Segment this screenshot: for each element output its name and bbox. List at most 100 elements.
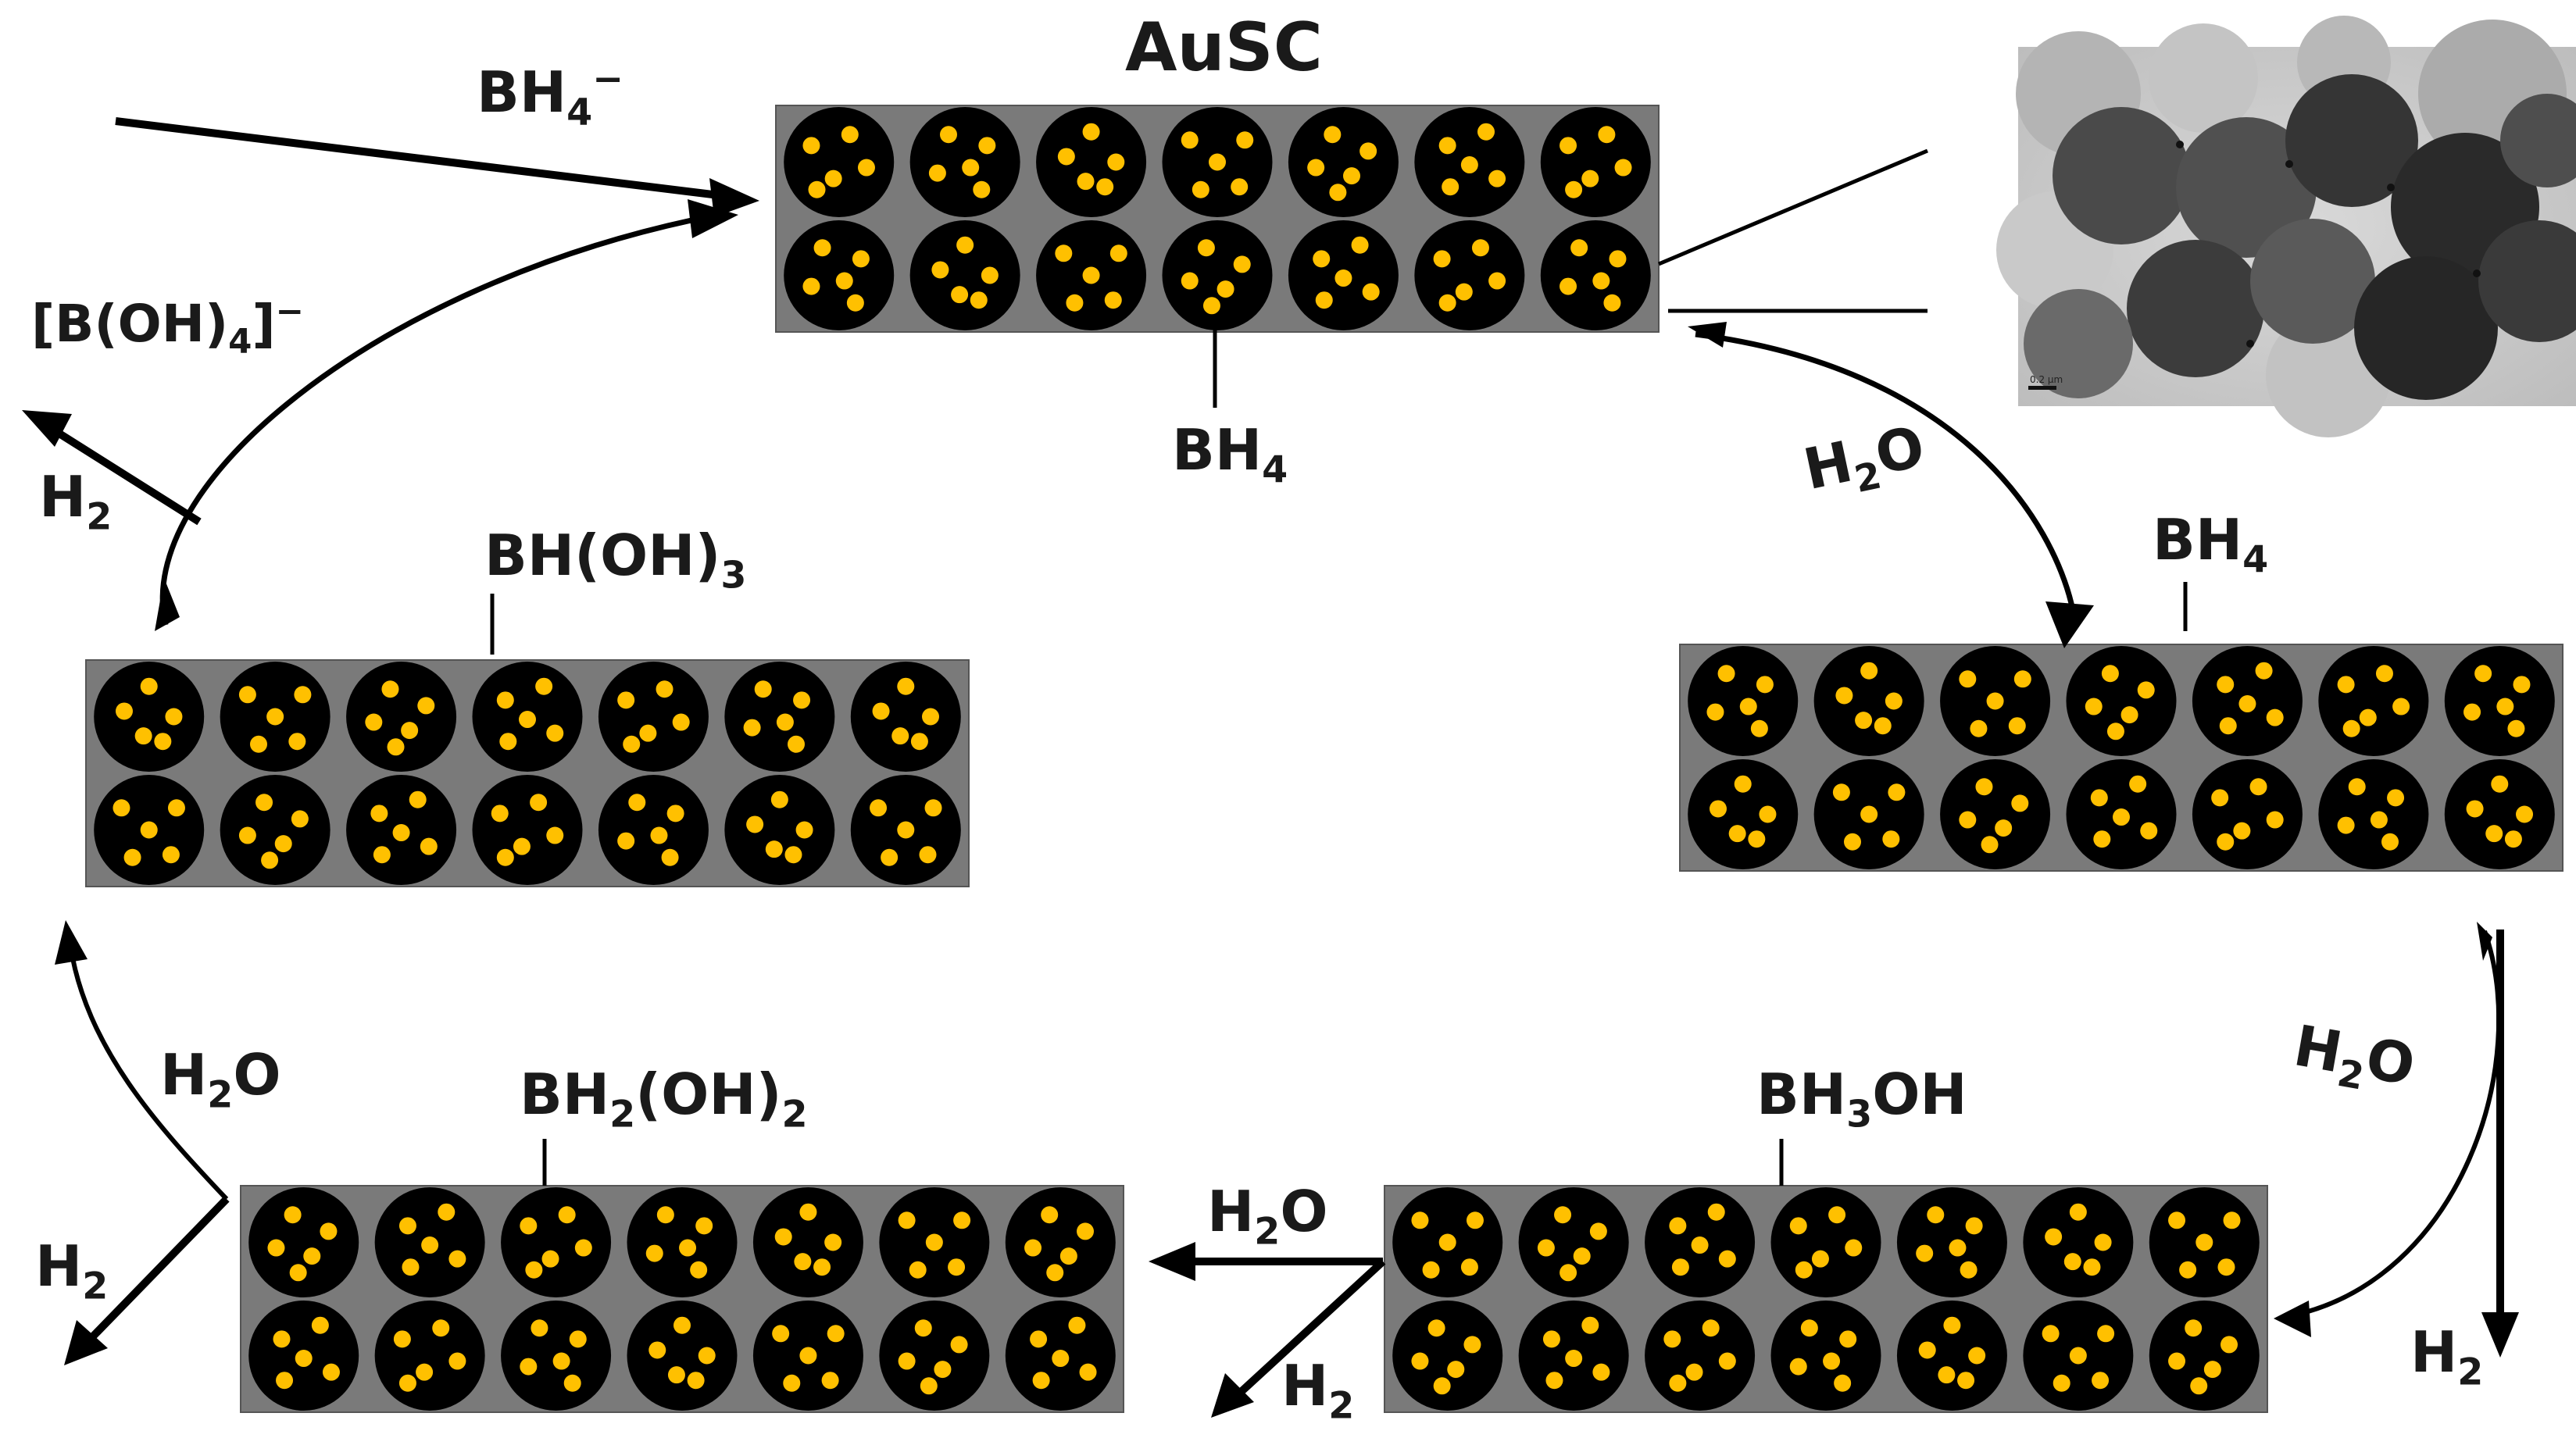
gold-particle xyxy=(2466,800,2484,818)
gold-particle xyxy=(909,1261,927,1279)
gold-particle xyxy=(2094,1233,2112,1251)
gold-particle xyxy=(1324,126,1342,144)
gold-particle xyxy=(1828,1206,1846,1224)
gold-particle xyxy=(1077,173,1095,191)
silica-sphere xyxy=(2192,759,2303,869)
gold-particle xyxy=(914,1319,932,1337)
gold-particle xyxy=(1795,1261,1813,1279)
gold-particle xyxy=(491,805,509,822)
panel-right xyxy=(1679,644,2563,872)
gold-particle xyxy=(291,810,309,828)
gold-particle xyxy=(1438,294,1456,312)
gold-particle xyxy=(134,727,152,745)
gold-particle xyxy=(824,1233,842,1251)
gold-particle xyxy=(1362,283,1380,301)
gold-particle xyxy=(261,851,279,869)
inset-line-upper xyxy=(1658,148,1928,266)
gold-particle xyxy=(1565,180,1583,198)
gold-particle xyxy=(1834,1374,1852,1392)
gold-particle xyxy=(2042,1325,2060,1343)
gold-particle xyxy=(255,794,273,812)
left-to-top-arrowhead xyxy=(688,199,738,238)
gold-particle xyxy=(140,677,158,695)
gold-particle xyxy=(1669,1374,1687,1392)
gold-particle xyxy=(289,1264,307,1282)
gold-particle xyxy=(2233,822,2251,840)
left-up-arc xyxy=(68,944,229,1201)
gold-particle xyxy=(1789,1358,1807,1376)
gold-particle xyxy=(1728,825,1746,843)
gold-particle xyxy=(2507,719,2525,737)
gold-particle xyxy=(639,724,657,742)
gold-particle xyxy=(2266,708,2284,726)
gold-particle xyxy=(1460,1258,1478,1276)
gold-particle xyxy=(1800,1319,1818,1337)
gold-particle xyxy=(2092,1372,2110,1390)
gold-particle xyxy=(793,691,811,709)
gold-particle xyxy=(2223,1211,2241,1229)
gold-particle xyxy=(1986,692,2004,710)
silica-sphere xyxy=(1162,220,1273,330)
gold-particle xyxy=(948,1258,966,1276)
gold-particle xyxy=(267,1239,285,1257)
gold-particle xyxy=(2337,676,2355,694)
gold-particle xyxy=(1614,159,1632,177)
gold-particle xyxy=(1750,719,1768,737)
gold-particle xyxy=(365,713,383,731)
gold-particle xyxy=(421,1236,439,1254)
gold-particle xyxy=(1192,180,1209,198)
gold-particle xyxy=(1843,833,1861,851)
gold-particle xyxy=(788,735,806,753)
gold-particle xyxy=(2491,775,2509,793)
gold-particle xyxy=(140,821,158,839)
tem-scale-text: 0.2 μm xyxy=(2030,374,2063,385)
gold-particle xyxy=(284,1206,302,1224)
gold-particle xyxy=(2168,1211,2186,1229)
gold-particle xyxy=(743,719,761,737)
gold-particle xyxy=(1181,131,1199,149)
gold-particle xyxy=(1438,137,1456,155)
gold-particle xyxy=(1685,1363,1703,1381)
gold-particle xyxy=(2101,665,2119,683)
gold-particle xyxy=(1718,1352,1736,1370)
label-bh4-right: BH4 xyxy=(2153,507,2269,582)
gold-particle xyxy=(1455,283,1473,301)
gold-particle xyxy=(1104,291,1122,309)
gold-particle xyxy=(2097,1325,2115,1343)
gold-particle xyxy=(393,1330,411,1348)
gold-particle xyxy=(1471,239,1489,257)
gold-particle xyxy=(1845,1239,1863,1257)
left-to-top-arc xyxy=(159,217,692,626)
gold-particle xyxy=(2106,723,2124,740)
gold-particle xyxy=(881,848,899,866)
gold-particle xyxy=(2375,665,2393,683)
gold-particle xyxy=(1959,811,1977,829)
gold-particle xyxy=(154,733,172,751)
gold-particle xyxy=(2238,695,2256,713)
gold-particle xyxy=(687,1372,705,1390)
gold-particle xyxy=(2348,778,2366,796)
gold-particle xyxy=(373,846,391,864)
gold-particle xyxy=(552,1352,570,1370)
gold-particle xyxy=(978,137,996,155)
silica-sphere xyxy=(1518,1187,1629,1297)
gold-particle xyxy=(1442,178,1459,196)
gold-particle xyxy=(951,286,969,304)
silica-sphere xyxy=(1414,220,1525,330)
gold-particle xyxy=(416,1363,434,1381)
gold-particle xyxy=(123,848,141,866)
gold-particle xyxy=(1334,269,1352,287)
gold-particle xyxy=(772,1325,790,1343)
silica-sphere xyxy=(2023,1187,2134,1297)
silica-sphere xyxy=(2444,759,2555,869)
silica-sphere xyxy=(850,662,961,772)
gold-particle xyxy=(2179,1261,2197,1279)
gold-particle xyxy=(1202,297,1220,315)
gold-particle xyxy=(1057,148,1075,166)
gold-particle xyxy=(799,1203,817,1221)
gold-particle xyxy=(824,169,842,187)
gold-particle xyxy=(956,236,974,254)
gold-particle xyxy=(939,126,957,144)
gold-particle xyxy=(770,790,788,808)
gold-particle xyxy=(1427,1319,1445,1337)
